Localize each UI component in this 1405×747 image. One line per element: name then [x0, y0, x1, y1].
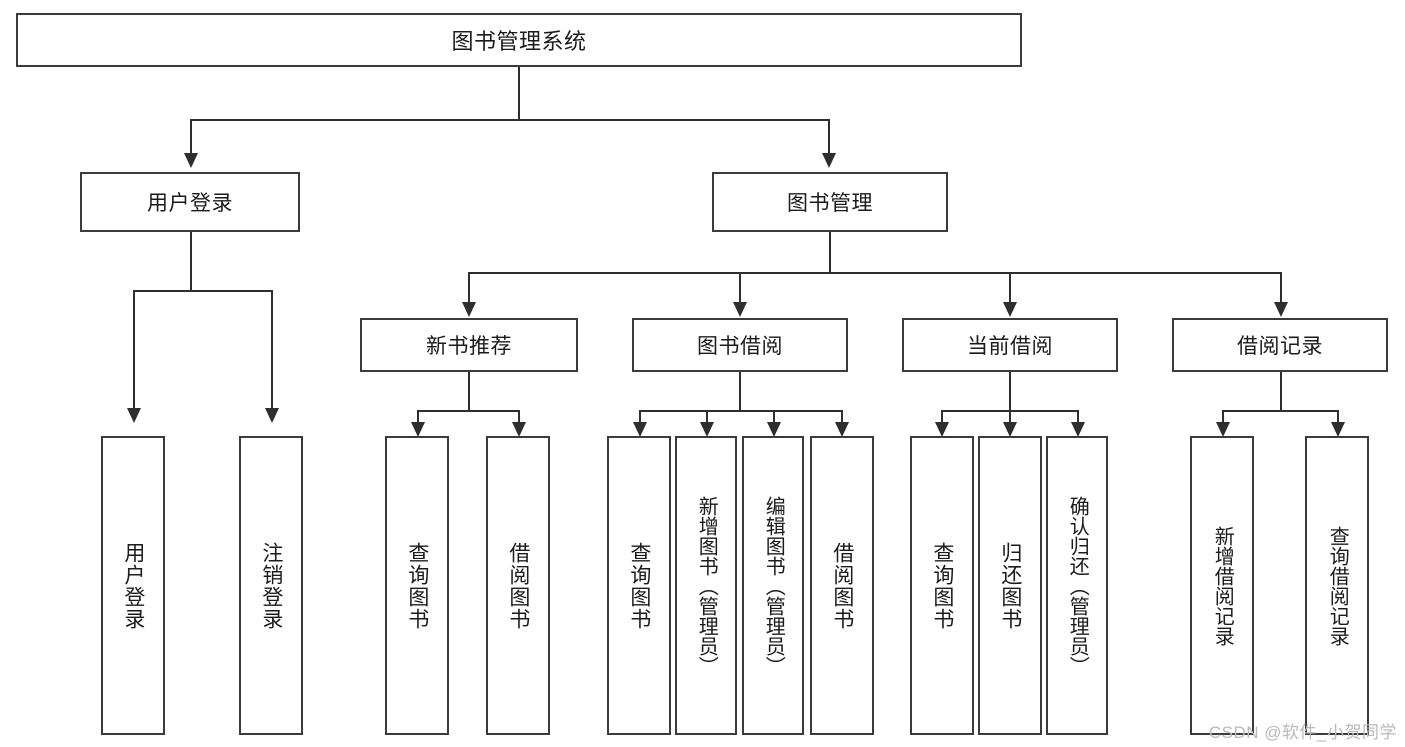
- leaf-book-borrow-edit-book-admin[interactable]: 编辑图书（管理员）: [742, 436, 804, 735]
- arrow-root-to-user-login: [184, 153, 198, 168]
- connector-bb-stem: [739, 372, 741, 410]
- arrow-bb-leaf-3: [767, 422, 781, 437]
- connector-cb-leaf-3: [1077, 410, 1079, 428]
- connector-bm-to-new-book: [468, 272, 470, 304]
- connector-book-management-bus: [468, 272, 1280, 274]
- connector-br-leaf-1: [1222, 410, 1224, 428]
- leaf-label: 借阅图书: [506, 541, 530, 630]
- connector-bm-to-book-borrow: [739, 272, 741, 304]
- leaf-current-borrow-return-book[interactable]: 归还图书: [978, 436, 1042, 735]
- leaf-current-borrow-confirm-return-admin[interactable]: 确认归还（管理员）: [1046, 436, 1108, 735]
- arrow-nbr-leaf-1: [411, 422, 425, 437]
- leaf-user-login-login[interactable]: 用户登录: [101, 436, 165, 735]
- leaf-label: 借阅图书: [830, 541, 854, 630]
- leaf-borrow-record-query-record[interactable]: 查询借阅记录: [1305, 436, 1369, 735]
- leaf-borrow-record-add-record[interactable]: 新增借阅记录: [1190, 436, 1254, 735]
- arrow-cb-leaf-1: [935, 422, 949, 437]
- leaf-book-borrow-query-book[interactable]: 查询图书: [607, 436, 671, 735]
- leaf-label: 编辑图书（管理员）: [762, 495, 785, 676]
- connector-cb-leaf-1: [941, 410, 943, 428]
- leaf-label: 查询借阅记录: [1326, 525, 1349, 646]
- connector-user-login-stem: [190, 232, 192, 290]
- leaf-new-book-borrow-book[interactable]: 借阅图书: [486, 436, 550, 735]
- arrow-bb-leaf-4: [835, 422, 849, 437]
- node-book-management[interactable]: 图书管理: [712, 172, 948, 232]
- arrow-bm-to-new-book: [462, 302, 476, 317]
- node-borrow-record[interactable]: 借阅记录: [1172, 318, 1388, 372]
- leaf-book-borrow-add-book-admin[interactable]: 新增图书（管理员）: [675, 436, 737, 735]
- node-new-book-recommend[interactable]: 新书推荐: [360, 318, 578, 372]
- arrow-bm-to-borrow-record: [1274, 302, 1288, 317]
- arrow-bm-to-current-borrow: [1003, 302, 1017, 317]
- connector-user-login-leaf-1: [133, 290, 135, 410]
- connector-nbr-stem: [468, 372, 470, 410]
- connector-bb-bus: [639, 410, 843, 412]
- arrow-user-login-leaf-2: [265, 408, 279, 423]
- leaf-label: 归还图书: [998, 541, 1022, 630]
- connector-br-leaf-2: [1337, 410, 1339, 428]
- leaf-label: 用户登录: [121, 541, 145, 630]
- connector-bb-leaf-4: [841, 410, 843, 428]
- leaf-label: 查询图书: [930, 541, 954, 630]
- connector-bm-to-current-borrow: [1009, 272, 1011, 304]
- connector-cb-stem: [1009, 372, 1011, 410]
- connector-user-login-bus: [133, 290, 273, 292]
- connector-root-bus: [190, 119, 830, 121]
- leaf-label: 注销登录: [259, 541, 283, 630]
- leaf-label: 确认归还（管理员）: [1066, 495, 1089, 676]
- connector-cb-leaf-2: [1009, 410, 1011, 428]
- node-current-borrow[interactable]: 当前借阅: [902, 318, 1118, 372]
- arrow-bm-to-book-borrow: [733, 302, 747, 317]
- arrow-bb-leaf-2: [700, 422, 714, 437]
- arrow-nbr-leaf-2: [512, 422, 526, 437]
- arrow-cb-leaf-3: [1071, 422, 1085, 437]
- connector-nbr-leaf-1: [417, 410, 419, 428]
- leaf-new-book-query-book[interactable]: 查询图书: [385, 436, 449, 735]
- arrow-cb-leaf-2: [1003, 422, 1017, 437]
- leaf-book-borrow-borrow-book[interactable]: 借阅图书: [810, 436, 874, 735]
- connector-br-stem: [1280, 372, 1282, 410]
- connector-bb-leaf-2: [706, 410, 708, 428]
- connector-nbr-leaf-2: [518, 410, 520, 428]
- connector-book-management-stem: [829, 232, 831, 272]
- connector-nbr-bus: [417, 410, 520, 412]
- connector-root-to-book-management: [828, 119, 830, 155]
- node-user-login[interactable]: 用户登录: [80, 172, 300, 232]
- leaf-current-borrow-query-book[interactable]: 查询图书: [910, 436, 974, 735]
- node-book-borrow[interactable]: 图书借阅: [632, 318, 848, 372]
- connector-user-login-leaf-2: [271, 290, 273, 410]
- node-root-book-management-system[interactable]: 图书管理系统: [16, 13, 1022, 67]
- connector-bb-leaf-3: [773, 410, 775, 428]
- arrow-user-login-leaf-1: [127, 408, 141, 423]
- leaf-label: 查询图书: [405, 541, 429, 630]
- connector-bb-leaf-1: [639, 410, 641, 428]
- leaf-label: 查询图书: [627, 541, 651, 630]
- connector-br-bus: [1222, 410, 1339, 412]
- arrow-root-to-book-management: [822, 153, 836, 168]
- leaf-user-login-logout[interactable]: 注销登录: [239, 436, 303, 735]
- leaf-label: 新增借阅记录: [1211, 525, 1234, 646]
- arrow-br-leaf-1: [1216, 422, 1230, 437]
- arrow-br-leaf-2: [1331, 422, 1345, 437]
- arrow-bb-leaf-1: [633, 422, 647, 437]
- connector-bm-to-borrow-record: [1280, 272, 1282, 304]
- leaf-label: 新增图书（管理员）: [695, 495, 718, 676]
- connector-root-stem: [518, 67, 520, 119]
- connector-root-to-user-login: [190, 119, 192, 155]
